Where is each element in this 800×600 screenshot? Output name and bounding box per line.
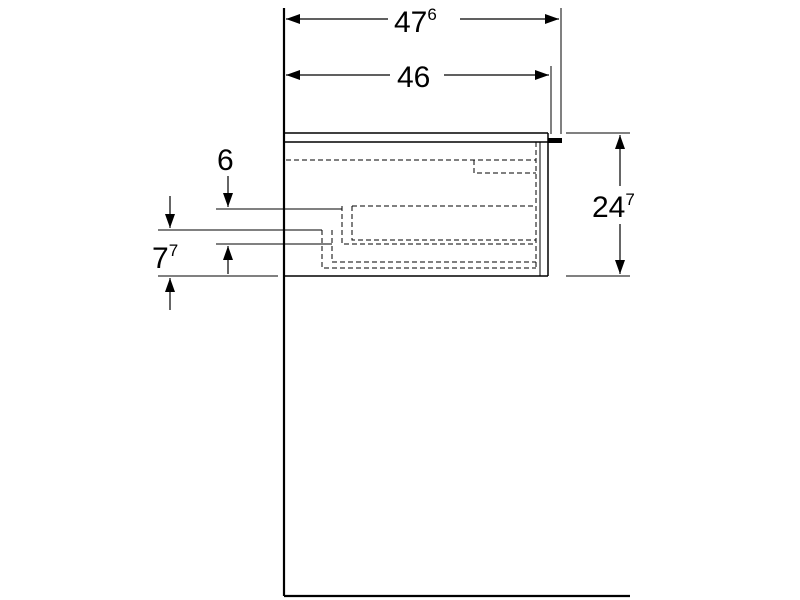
overall-width-label: 476 [394, 5, 437, 39]
handle [548, 138, 562, 143]
dimension-inner-width: 46 [286, 61, 549, 94]
extension-lines [158, 8, 630, 277]
hidden-lines [286, 142, 537, 269]
drawer-offset-label: 6 [217, 144, 234, 177]
inner-width-label: 46 [397, 61, 430, 94]
height-label: 247 [592, 190, 635, 224]
cabinet [284, 132, 562, 277]
dimension-overall-width: 476 [286, 5, 559, 39]
drawer-step-label: 77 [152, 241, 178, 275]
dimension-drawer-step: 77 [152, 196, 178, 310]
dimension-drawer-offset: 6 [217, 144, 234, 274]
dimension-height: 247 [592, 135, 635, 274]
